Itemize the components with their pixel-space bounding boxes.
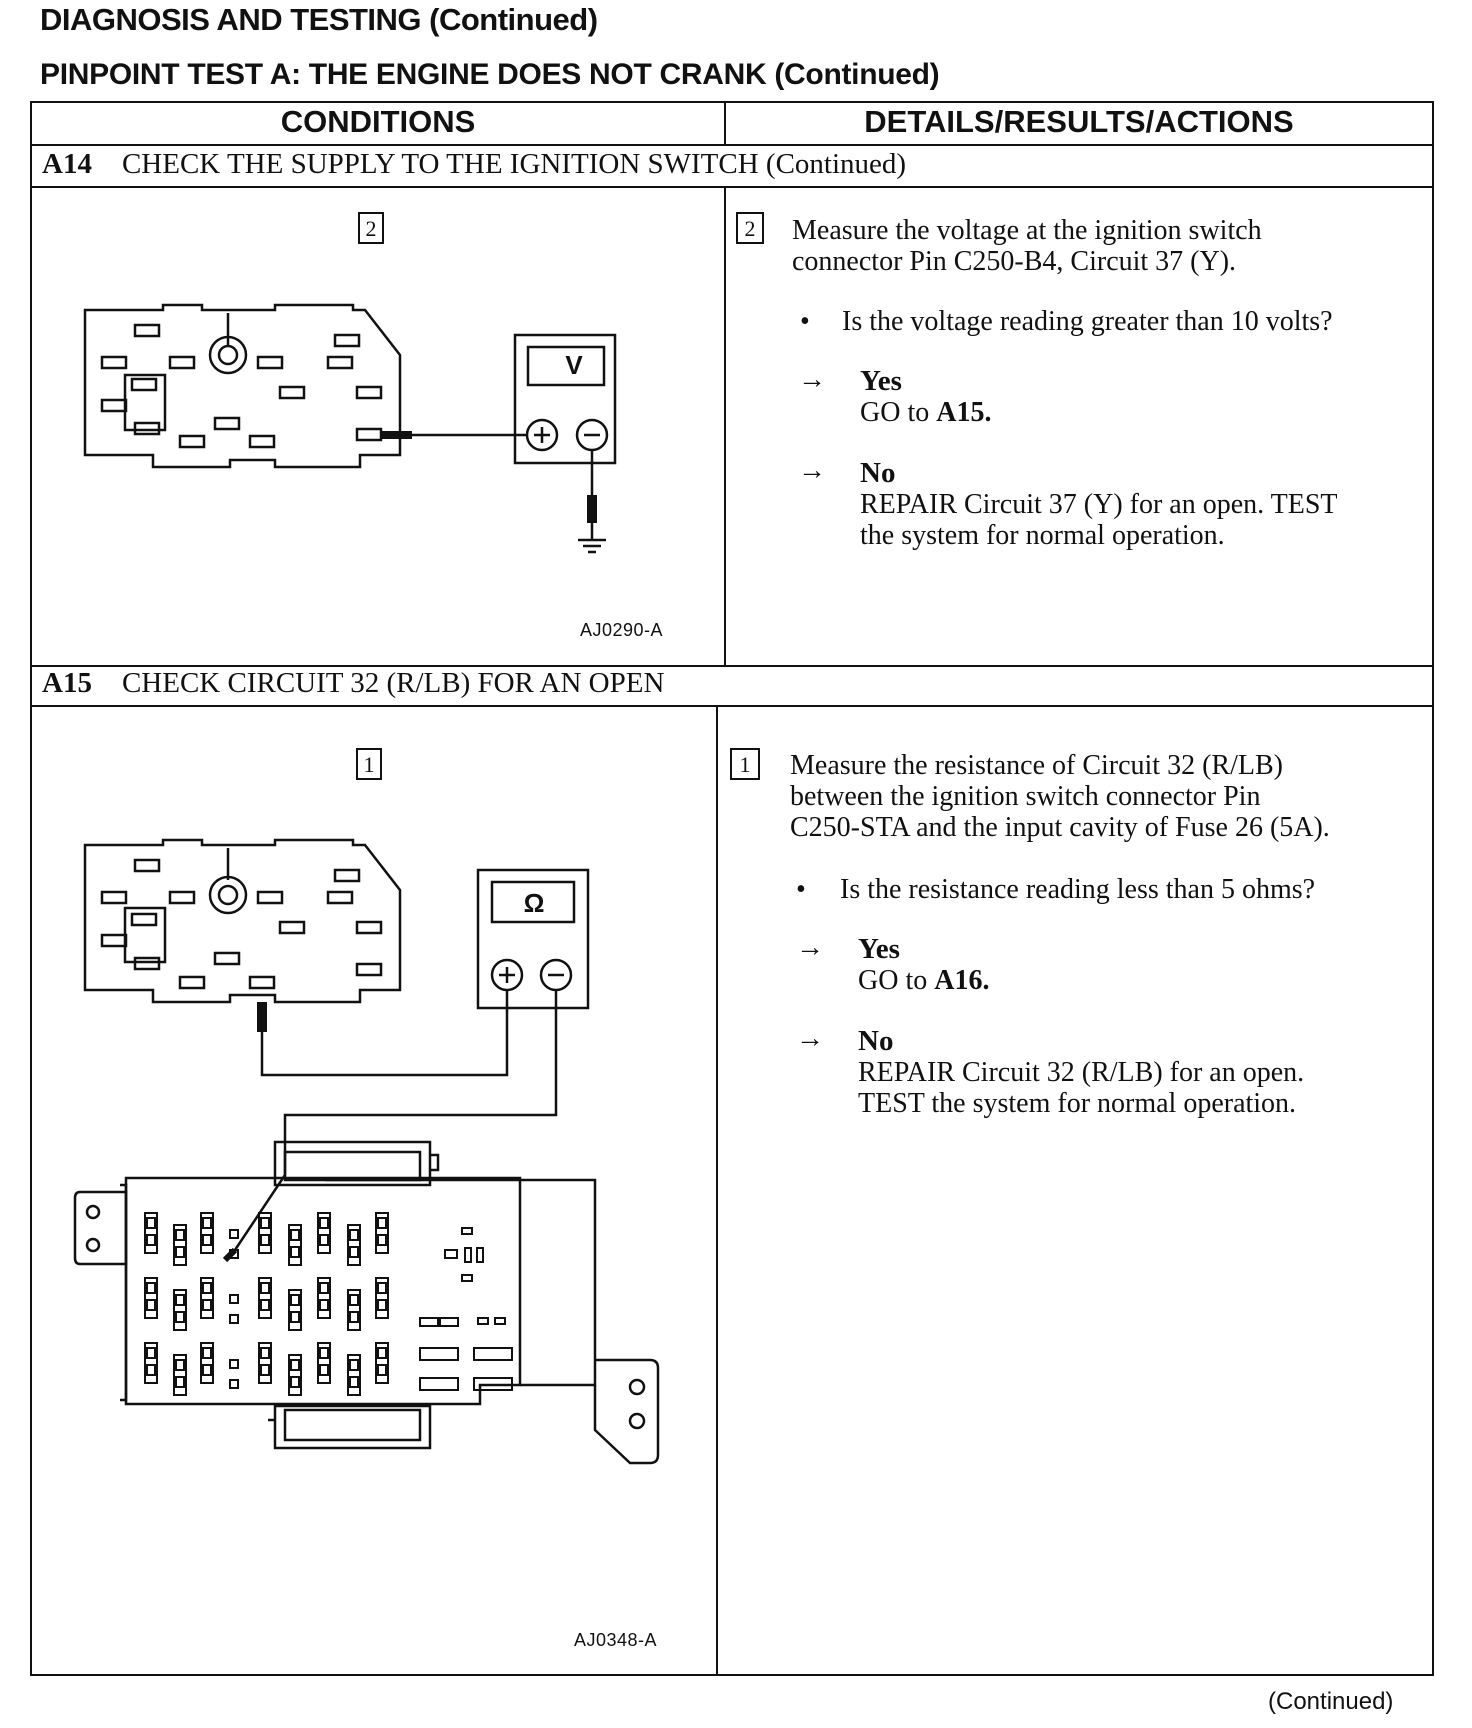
bullet-icon: •	[796, 874, 806, 905]
instruction-line: Measure the resistance of Circuit 32 (R/…	[790, 750, 1283, 781]
yes-branch: Yes GO to A16.	[858, 933, 990, 997]
no-action-line: REPAIR Circuit 32 (R/LB) for an open.	[858, 1057, 1305, 1088]
arrow-icon: →	[798, 364, 826, 395]
row-divider	[30, 144, 1434, 146]
step-number-box: 2	[736, 212, 764, 244]
instruction-line: C250-STA and the input cavity of Fuse 26…	[790, 812, 1330, 843]
section-header-a15: A15 CHECK CIRCUIT 32 (R/LB) FOR AN OPEN	[42, 667, 664, 700]
no-action-line: the system for normal operation.	[860, 520, 1225, 551]
column-header-details: DETAILS/RESULTS/ACTIONS	[864, 104, 1294, 139]
meter-symbol: V	[565, 350, 583, 380]
step-instruction: Measure the voltage at the ignition swit…	[792, 215, 1262, 277]
no-label: No	[860, 457, 896, 489]
arrow-icon: →	[796, 932, 824, 963]
ignition-switch-fuse-resistance-diagram	[73, 838, 660, 1465]
column-divider-header	[724, 101, 726, 145]
row-divider	[30, 665, 1434, 667]
no-action-line: REPAIR Circuit 37 (Y) for an open. TEST	[860, 489, 1338, 520]
yes-action: GO to A15.	[860, 397, 992, 428]
step-instruction: Measure the resistance of Circuit 32 (R/…	[790, 750, 1330, 843]
yes-label: Yes	[860, 365, 902, 397]
continued-footer: (Continued)	[1268, 1688, 1394, 1715]
figure-id: AJ0290-A	[580, 620, 664, 640]
step-number-box: 1	[730, 748, 760, 780]
figure-step-label: 1	[356, 748, 382, 780]
column-header-conditions: CONDITIONS	[280, 104, 476, 139]
no-branch: No REPAIR Circuit 37 (Y) for an open. TE…	[860, 457, 1338, 552]
section-title: CHECK THE SUPPLY TO THE IGNITION SWITCH …	[121, 148, 907, 180]
instruction-line: Measure the voltage at the ignition swit…	[792, 215, 1262, 246]
meter-symbol: Ω	[523, 888, 545, 918]
row-divider	[30, 186, 1434, 188]
bullet-icon: •	[800, 306, 810, 337]
figure-step-label: 2	[358, 212, 384, 244]
no-branch: No REPAIR Circuit 32 (R/LB) for an open.…	[858, 1025, 1305, 1120]
column-divider	[716, 705, 718, 1675]
step-question: Is the resistance reading less than 5 oh…	[840, 874, 1316, 905]
row-divider	[30, 705, 1434, 707]
page-subtitle: PINPOINT TEST A: THE ENGINE DOES NOT CRA…	[40, 58, 940, 91]
no-action-line: TEST the system for normal operation.	[858, 1088, 1297, 1119]
instruction-line: between the ignition switch connector Pi…	[790, 781, 1261, 812]
figure-id: AJ0348-A	[574, 1630, 658, 1650]
step-question: Is the voltage reading greater than 10 v…	[842, 306, 1333, 337]
column-divider	[724, 186, 726, 666]
arrow-icon: →	[796, 1023, 824, 1054]
section-title: CHECK CIRCUIT 32 (R/LB) FOR AN OPEN	[121, 667, 665, 699]
yes-branch: Yes GO to A15.	[860, 365, 992, 429]
yes-action: GO to A16.	[858, 965, 990, 996]
page-title: DIAGNOSIS AND TESTING (Continued)	[40, 2, 598, 37]
section-id: A14	[42, 148, 92, 180]
section-id: A15	[42, 667, 92, 699]
pinpoint-table	[30, 101, 1434, 1676]
no-label: No	[858, 1025, 894, 1057]
instruction-line: connector Pin C250-B4, Circuit 37 (Y).	[792, 246, 1237, 277]
arrow-icon: →	[798, 455, 826, 486]
yes-label: Yes	[858, 933, 900, 965]
section-header-a14: A14 CHECK THE SUPPLY TO THE IGNITION SWIT…	[42, 148, 906, 181]
ignition-switch-voltage-diagram	[83, 303, 617, 554]
